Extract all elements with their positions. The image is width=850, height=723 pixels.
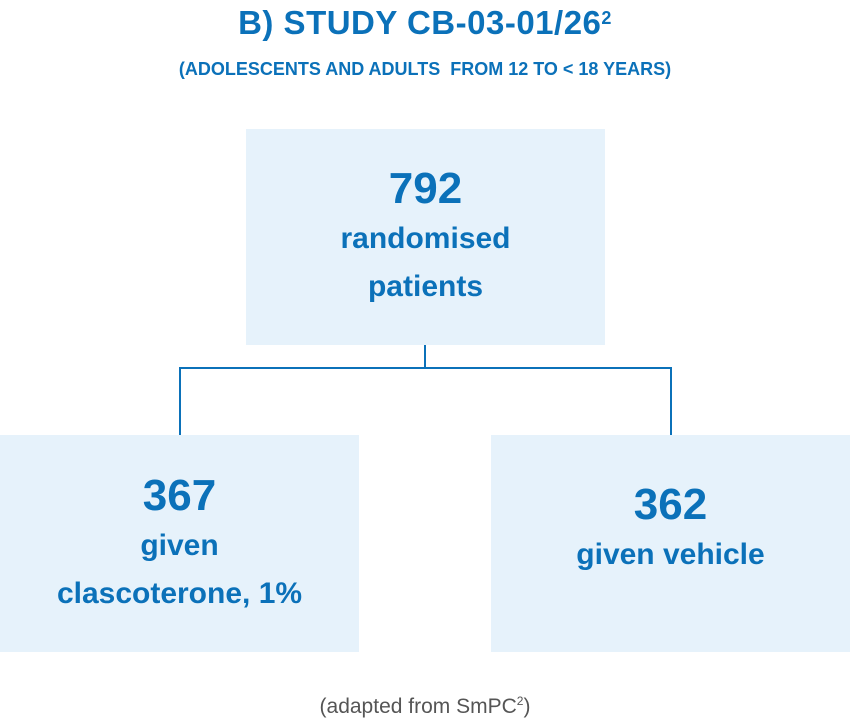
connector-horizontal bbox=[179, 367, 672, 369]
footnote: (adapted from SmPC2) bbox=[0, 694, 850, 719]
vehicle-label: given vehicle bbox=[576, 538, 765, 571]
randomised-label-2: patients bbox=[367, 270, 484, 303]
footnote-text: (adapted from SmPC bbox=[319, 695, 517, 718]
clascoterone-count: 367 bbox=[142, 470, 217, 520]
footnote-close: ) bbox=[523, 695, 531, 718]
footnote-reference: 2 bbox=[516, 694, 524, 708]
connector-stem bbox=[424, 345, 426, 369]
diagram-subtitle: (ADOLESCENTS AND ADULTS FROM 12 TO < 18 … bbox=[178, 59, 672, 79]
vehicle-box: 362 given vehicle bbox=[491, 435, 850, 652]
title-reference: 2 bbox=[601, 8, 612, 28]
clascoterone-label-1: given bbox=[140, 528, 219, 562]
diagram-title: B) STUDY CB-03-01/262 bbox=[0, 4, 850, 42]
connector-right bbox=[670, 367, 672, 435]
randomised-label-1: randomised bbox=[340, 222, 511, 255]
randomised-box: 792 randomised patients bbox=[246, 129, 605, 345]
randomised-count: 792 bbox=[388, 164, 463, 213]
vehicle-count: 362 bbox=[633, 480, 708, 529]
clascoterone-label-2: clascoterone, 1% bbox=[56, 576, 303, 610]
title-text: B) STUDY CB-03-01/26 bbox=[238, 4, 602, 41]
clascoterone-box: 367 given clascoterone, 1% bbox=[0, 435, 359, 652]
connector-left bbox=[179, 367, 181, 435]
